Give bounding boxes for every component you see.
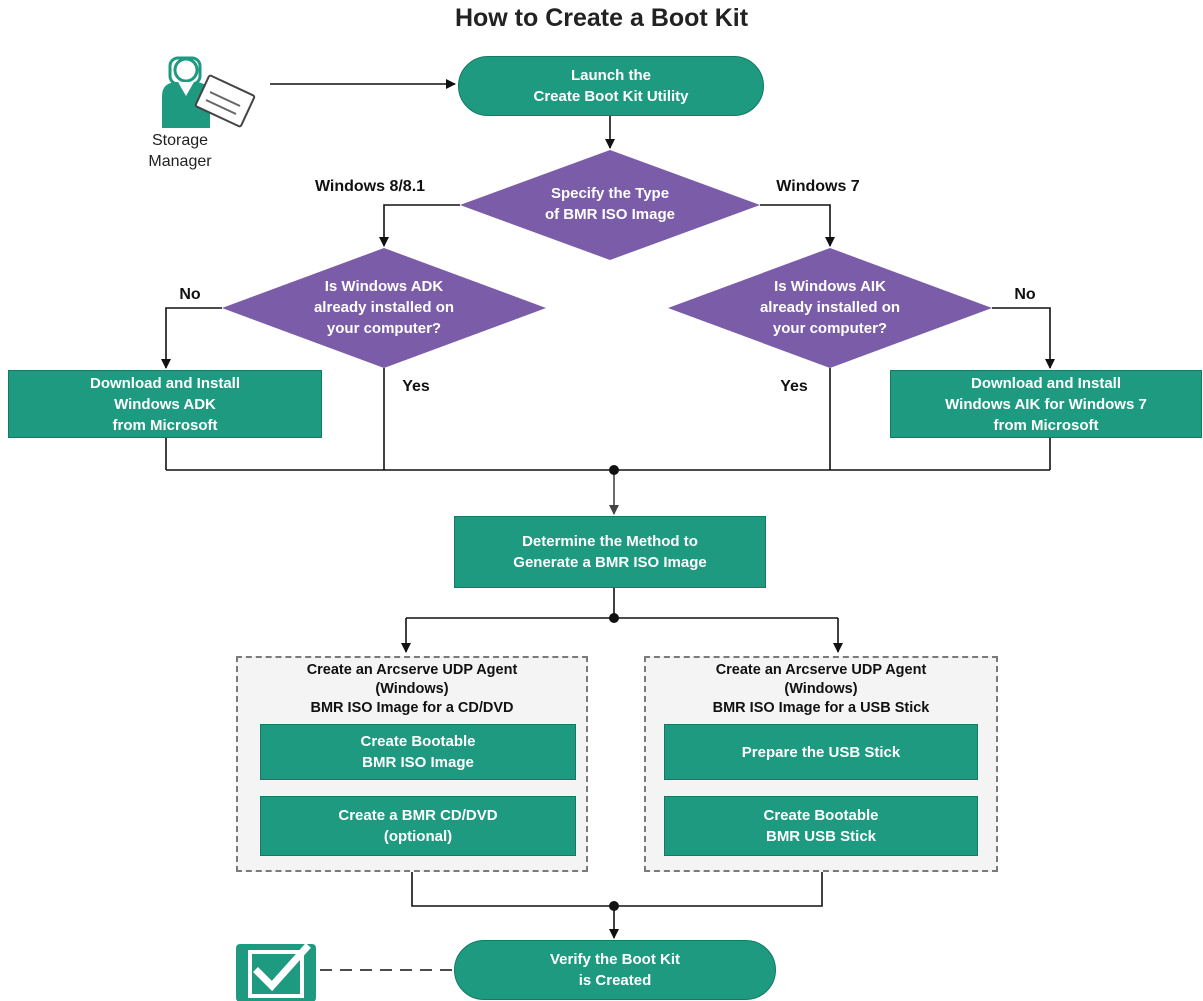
decision-type-line2: of BMR ISO Image bbox=[544, 206, 675, 223]
decision-aik-diamond bbox=[668, 248, 992, 368]
determine-method-step: Determine the Method to Generate a BMR I… bbox=[454, 516, 766, 588]
create-cd-dvd-step: Create a BMR CD/DVD (optional) bbox=[260, 796, 576, 856]
cd-step1-line1: Create Bootable bbox=[360, 733, 476, 750]
decision-type-text: Specify the Type of BMR ISO Image bbox=[510, 183, 710, 225]
decision-adk-line2: already installed on bbox=[313, 299, 455, 316]
usb-step2-line1: Create Bootable bbox=[763, 807, 879, 824]
create-bootable-iso-step: Create Bootable BMR ISO Image bbox=[260, 724, 576, 780]
decision-adk-line1: Is Windows ADK bbox=[324, 278, 444, 295]
usb-title-line3: BMR ISO Image for a USB Stick bbox=[712, 700, 930, 716]
aik-no-label: No bbox=[1014, 286, 1036, 303]
aik-install-line3: from Microsoft bbox=[993, 416, 1099, 434]
cd-step2-line2: (optional) bbox=[383, 828, 453, 845]
user-with-clipboard-icon bbox=[162, 56, 256, 128]
prepare-usb-step: Prepare the USB Stick bbox=[664, 724, 978, 780]
aik-install-step: Download and Install Windows AIK for Win… bbox=[890, 370, 1202, 438]
adk-no-label: No bbox=[179, 286, 201, 303]
cd-title-line1: Create an Arcserve UDP Agent bbox=[306, 662, 518, 678]
actor-label: Storage Manager bbox=[130, 130, 230, 172]
actor-label-line1: Storage bbox=[151, 132, 209, 149]
decision-adk-text: Is Windows ADK already installed on your… bbox=[284, 276, 484, 339]
cd-step1-line2: BMR ISO Image bbox=[362, 754, 474, 771]
decision-aik-line2: already installed on bbox=[759, 299, 901, 316]
checkmark-icon bbox=[236, 943, 316, 1001]
adk-install-line2: Windows ADK bbox=[114, 395, 216, 413]
determine-line1: Determine the Method to bbox=[522, 533, 698, 550]
decision-adk-line3: your computer? bbox=[326, 320, 442, 337]
aik-yes-label: Yes bbox=[780, 378, 808, 395]
start-launch-utility: Launch the Create Boot Kit Utility bbox=[458, 56, 764, 116]
adk-install-step: Download and Install Windows ADK from Mi… bbox=[8, 370, 322, 438]
determine-line2: Generate a BMR ISO Image bbox=[513, 554, 707, 571]
page-title: How to Create a Boot Kit bbox=[454, 4, 749, 32]
verify-line2: is Created bbox=[578, 972, 652, 989]
adk-yes-label: Yes bbox=[402, 378, 430, 395]
adk-install-line3: from Microsoft bbox=[112, 416, 218, 434]
aik-install-line2: Windows AIK for Windows 7 bbox=[945, 395, 1147, 413]
verify-line1: Verify the Boot Kit bbox=[549, 951, 680, 968]
create-bootable-usb-step: Create Bootable BMR USB Stick bbox=[664, 796, 978, 856]
decision-aik-line1: Is Windows AIK bbox=[774, 278, 886, 295]
windows-8-label: Windows 8/8.1 bbox=[314, 178, 426, 195]
start-line1: Launch the bbox=[570, 67, 651, 84]
verify-boot-kit-end: Verify the Boot Kit is Created bbox=[454, 940, 776, 1000]
decision-aik-text: Is Windows AIK already installed on your… bbox=[730, 276, 930, 339]
actor-label-line2: Manager bbox=[148, 153, 212, 170]
aik-install-line1: Download and Install bbox=[970, 374, 1121, 392]
usb-title-line2: (Windows) bbox=[784, 681, 858, 697]
cd-step2-line1: Create a BMR CD/DVD bbox=[338, 807, 498, 824]
windows-7-label: Windows 7 bbox=[776, 178, 860, 195]
decision-adk-diamond bbox=[222, 248, 546, 368]
decision-type-line1: Specify the Type bbox=[550, 185, 670, 202]
decision-aik-line3: your computer? bbox=[772, 320, 888, 337]
cd-title-line2: (Windows) bbox=[375, 681, 449, 697]
usb-stick-group-title: Create an Arcserve UDP Agent (Windows) B… bbox=[646, 661, 996, 718]
usb-title-line1: Create an Arcserve UDP Agent bbox=[715, 662, 927, 678]
adk-install-line1: Download and Install bbox=[89, 374, 240, 392]
cd-title-line3: BMR ISO Image for a CD/DVD bbox=[310, 700, 514, 716]
usb-step1-line1: Prepare the USB Stick bbox=[741, 743, 901, 761]
usb-step2-line2: BMR USB Stick bbox=[765, 828, 877, 845]
start-line2: Create Boot Kit Utility bbox=[533, 88, 689, 105]
decision-type-diamond bbox=[460, 150, 760, 260]
cd-dvd-group-title: Create an Arcserve UDP Agent (Windows) B… bbox=[238, 661, 586, 718]
